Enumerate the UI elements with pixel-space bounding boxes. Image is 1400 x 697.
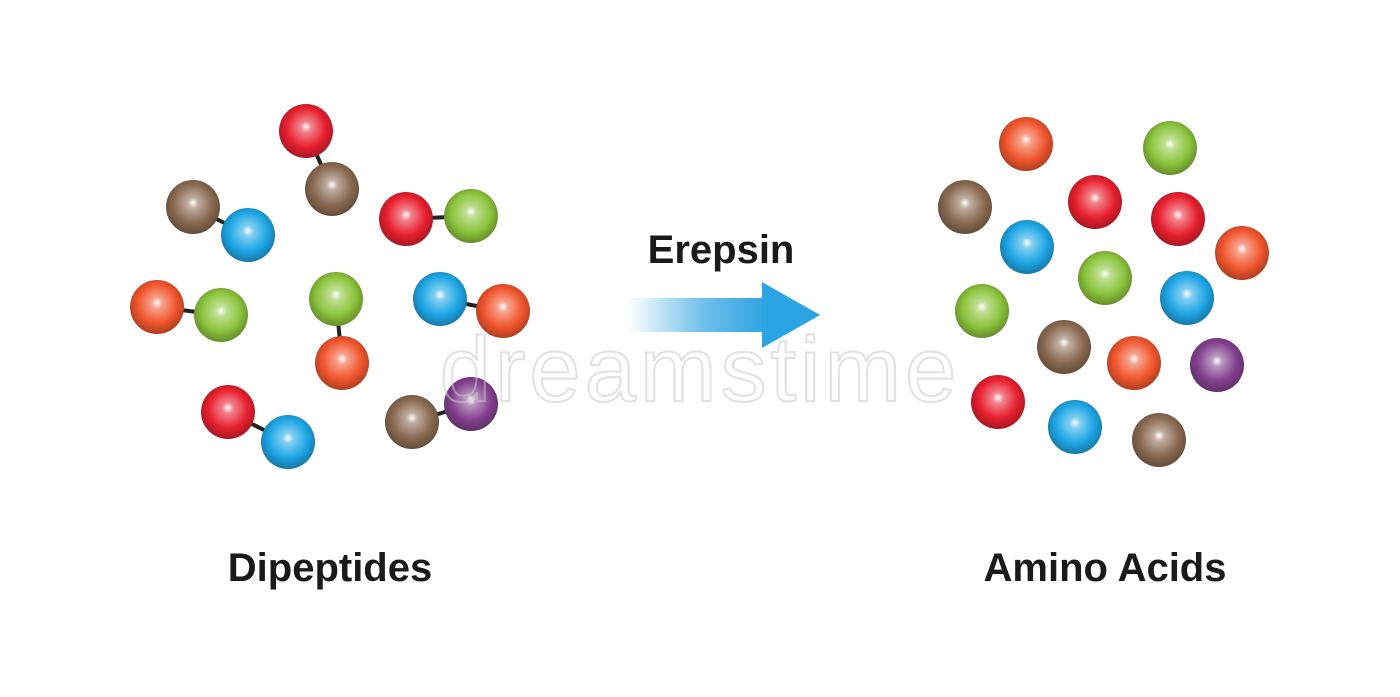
amino-acid-ball-purple (1190, 338, 1244, 392)
amino-acid-ball-red (1151, 192, 1205, 246)
dipeptide (166, 180, 275, 262)
amino-acid-ball-brown (385, 395, 439, 449)
amino-acid-ball-blue (1048, 400, 1102, 454)
dipeptides-label: Dipeptides (227, 546, 433, 590)
amino-acid-ball-orange (476, 284, 530, 338)
amino-acid-ball-green (444, 189, 498, 243)
amino-acid-ball-red (971, 375, 1025, 429)
amino-acid-ball-green (194, 288, 248, 342)
amino-acid-ball-brown (305, 162, 359, 216)
dipeptide (413, 272, 530, 338)
amino-acid-ball-orange (130, 280, 184, 334)
amino-acid-ball-blue (261, 415, 315, 469)
dipeptide (309, 272, 369, 390)
enzyme-label: Erepsin (647, 228, 795, 272)
amino-acid-ball-green (309, 272, 363, 326)
amino-acid-ball-orange (315, 336, 369, 390)
amino-acid-ball-blue (221, 208, 275, 262)
dipeptide (385, 377, 498, 449)
dipeptide (201, 385, 315, 469)
dipeptide (279, 104, 359, 216)
amino-acid-ball-brown (1132, 413, 1186, 467)
amino-acid-ball-brown (1037, 320, 1091, 374)
amino-acid-ball-red (201, 385, 255, 439)
dipeptide-group (130, 104, 530, 469)
amino-acid-ball-green (1143, 121, 1197, 175)
amino-acid-ball-red (1068, 175, 1122, 229)
amino-acid-ball-red (279, 104, 333, 158)
amino-acid-ball-brown (938, 180, 992, 234)
amino-acid-group (938, 117, 1269, 467)
amino-acid-ball-purple (444, 377, 498, 431)
dipeptide (379, 189, 498, 246)
reaction-arrow (628, 282, 820, 348)
amino-acid-ball-orange (1215, 226, 1269, 280)
amino-acid-ball-green (1078, 251, 1132, 305)
amino-acid-ball-orange (1107, 336, 1161, 390)
amino-acid-ball-blue (413, 272, 467, 326)
amino-acid-ball-orange (999, 117, 1053, 171)
dipeptide (130, 280, 248, 342)
amino-acids-label: Amino Acids (983, 546, 1227, 590)
amino-acid-ball-blue (1160, 271, 1214, 325)
amino-acid-ball-red (379, 192, 433, 246)
amino-acid-ball-blue (1000, 220, 1054, 274)
amino-acid-ball-green (955, 284, 1009, 338)
amino-acid-ball-brown (166, 180, 220, 234)
